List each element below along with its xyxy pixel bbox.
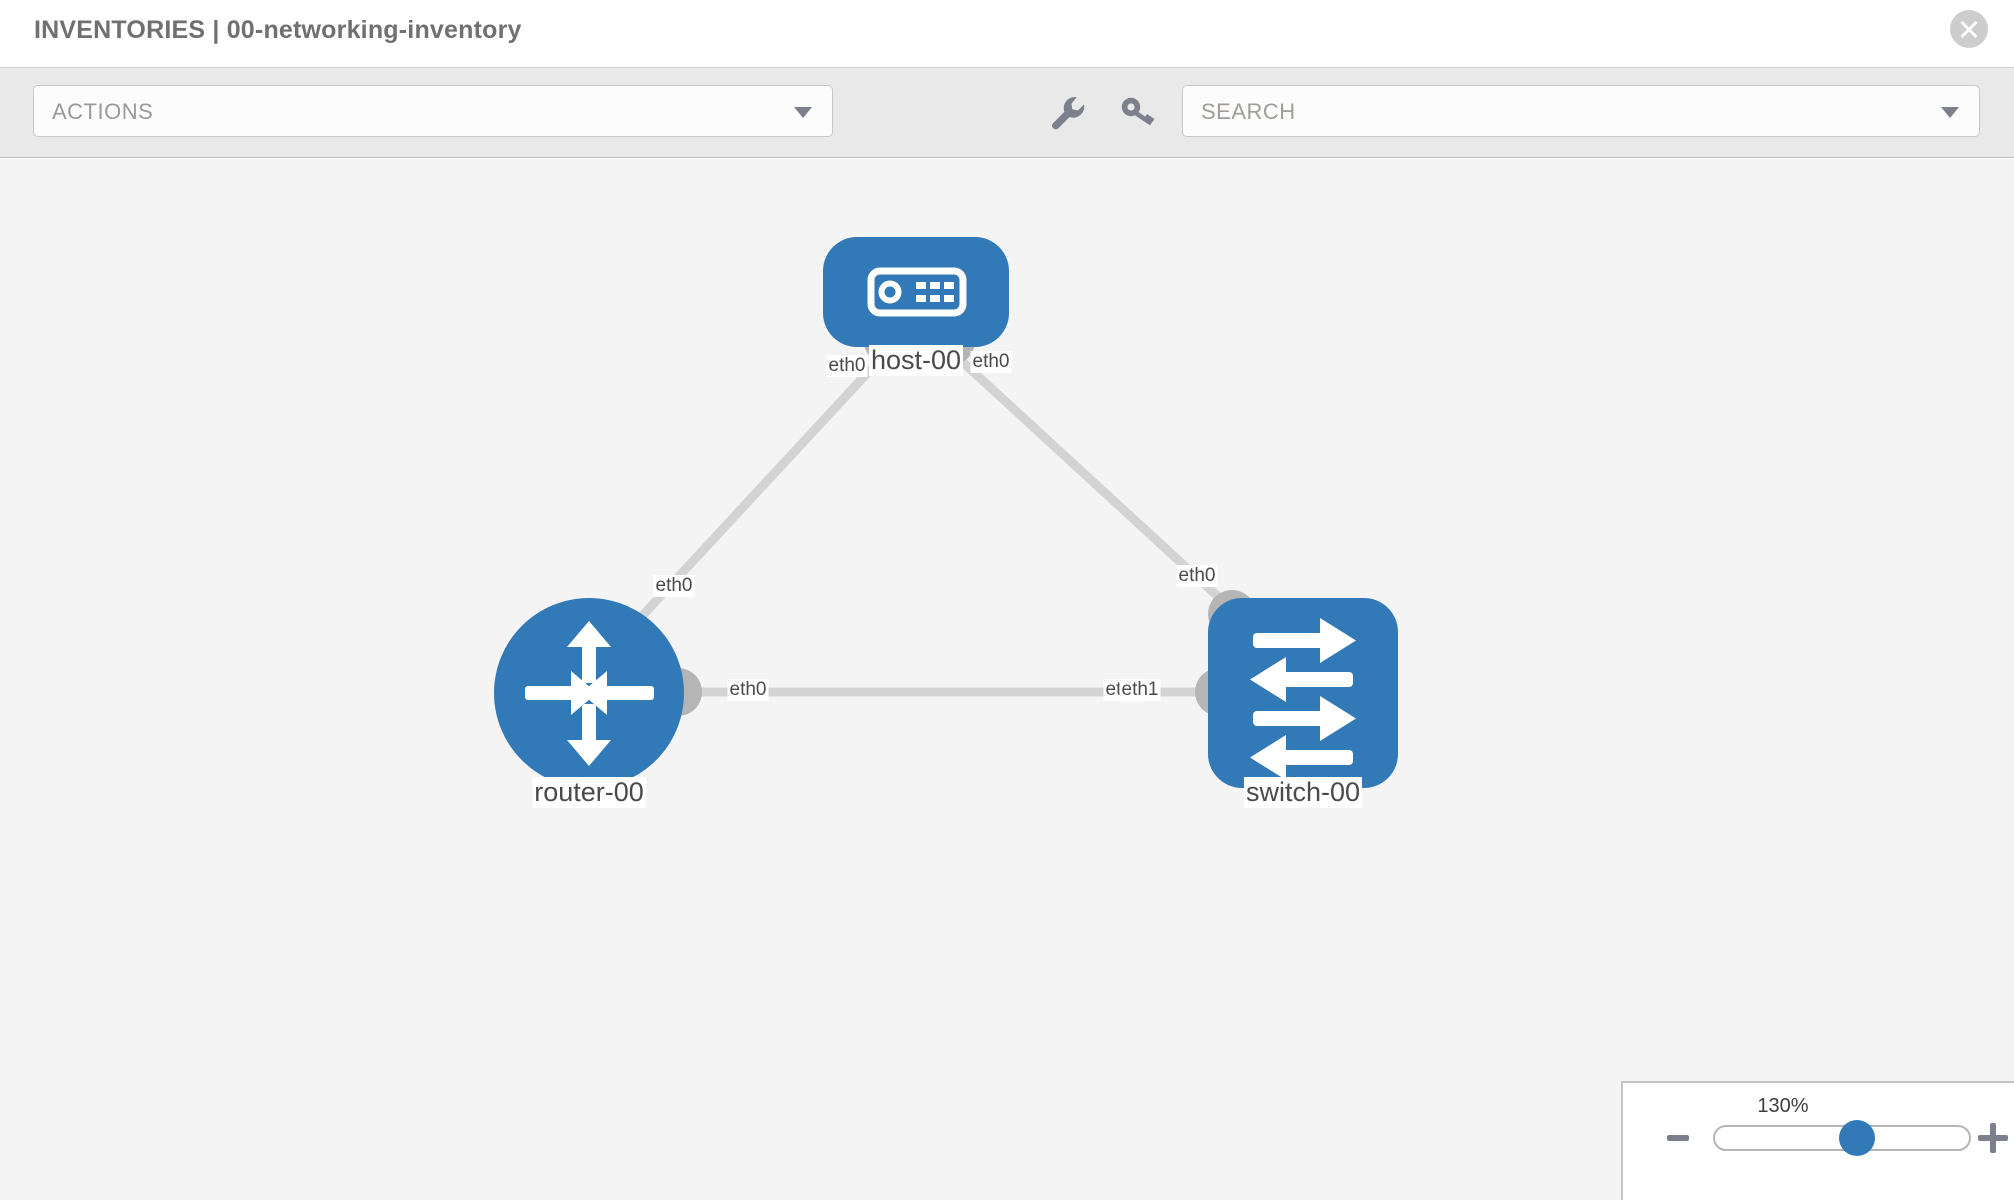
topology-graph	[494, 237, 1398, 788]
node-router-00[interactable]	[494, 598, 684, 788]
node-label-host-00: host-00	[868, 345, 964, 377]
zoom-slider[interactable]	[1713, 1120, 1971, 1156]
zoom-in-button[interactable]	[1978, 1123, 2008, 1153]
node-host-00[interactable]	[823, 237, 1009, 347]
node-label-router-00: router-00	[532, 777, 646, 809]
switch-arrows-icon	[1250, 618, 1356, 780]
iface-label: eth0	[653, 575, 695, 597]
server-icon	[867, 267, 967, 317]
topology-links	[625, 350, 1256, 697]
iface-label: eth0	[727, 679, 769, 701]
topology-connectors	[654, 317, 1256, 716]
node-label-switch-00: switch-00	[1243, 777, 1363, 809]
zoom-control-panel: 130%	[1621, 1081, 2014, 1200]
node-switch-00[interactable]	[1208, 598, 1398, 788]
topology-canvas[interactable]: eth0 eth0 eth0 eth0 eth0 eth0 eth1 host-…	[0, 159, 2014, 1200]
wrench-icon[interactable]	[1047, 92, 1089, 139]
title-bar: INVENTORIES | 00-networking-inventory	[0, 0, 2014, 68]
search-chevron-down-icon[interactable]	[1941, 107, 1959, 118]
iface-label: eth0	[1176, 565, 1218, 587]
zoom-out-button[interactable]	[1667, 1135, 1689, 1141]
actions-dropdown-label: ACTIONS	[52, 99, 154, 124]
close-icon[interactable]	[1950, 10, 1988, 48]
actions-dropdown[interactable]: ACTIONS	[33, 85, 833, 137]
search-input[interactable]: SEARCH	[1182, 85, 1980, 137]
iface-label: eth1	[1119, 679, 1161, 701]
key-icon[interactable]	[1117, 92, 1159, 139]
page-title: INVENTORIES | 00-networking-inventory	[34, 16, 522, 44]
iface-label: eth0	[970, 351, 1012, 373]
zoom-slider-thumb[interactable]	[1839, 1120, 1875, 1156]
chevron-down-icon	[794, 107, 812, 118]
iface-label: eth0	[826, 355, 868, 377]
search-placeholder: SEARCH	[1201, 99, 1296, 124]
router-arrows-icon	[525, 621, 654, 766]
zoom-level-value: 130%	[1757, 1095, 1809, 1117]
